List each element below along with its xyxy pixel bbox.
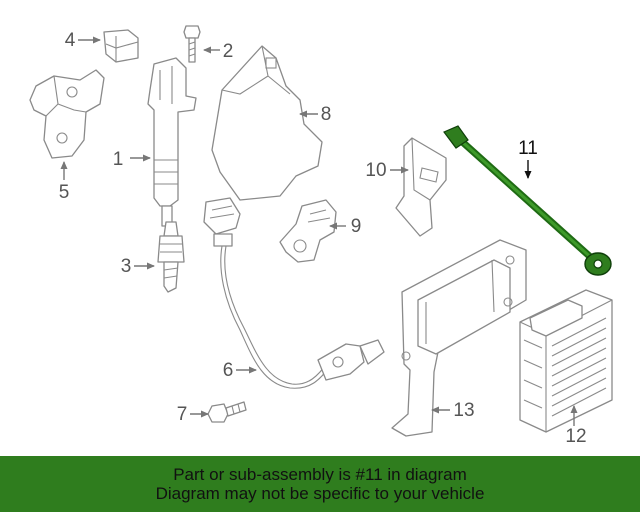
callout-3: 3 [121, 256, 132, 277]
banner-line-1: Part or sub-assembly is #11 in diagram [173, 465, 467, 484]
callout-leaders [60, 36, 578, 426]
callout-4: 4 [65, 30, 76, 51]
parts-diagram: 1 2 3 4 5 6 7 8 9 10 11 12 13 [29, 25, 613, 447]
part-1-ignition-coil[interactable] [147, 57, 197, 227]
part-3-spark-plug[interactable] [157, 221, 185, 293]
callout-8: 8 [321, 104, 332, 125]
callout-2: 2 [223, 41, 234, 62]
banner-line-2: Diagram may not be specific to your vehi… [155, 484, 485, 503]
part-7-bolt[interactable] [207, 401, 247, 423]
info-banner: Part or sub-assembly is #11 in diagram D… [0, 456, 640, 512]
part-10-bracket[interactable] [395, 137, 447, 237]
callout-12: 12 [565, 426, 586, 447]
part-13-ecu-bracket[interactable] [391, 239, 527, 437]
callout-1: 1 [113, 149, 124, 170]
callout-9: 9 [351, 216, 362, 237]
part-2-bolt[interactable] [183, 25, 201, 63]
part-4-relay[interactable] [103, 29, 139, 63]
part-11-sensor-cable[interactable] [443, 125, 612, 276]
part-9-cam-sensor[interactable] [279, 199, 337, 263]
callout-7: 7 [177, 404, 188, 425]
callout-5: 5 [59, 182, 70, 203]
callout-13: 13 [453, 400, 474, 421]
callout-10: 10 [365, 160, 386, 181]
callout-11: 11 [518, 138, 538, 159]
callout-6: 6 [223, 360, 234, 381]
part-6-crank-sensor[interactable] [203, 197, 385, 389]
part-12-ecu[interactable] [519, 289, 613, 433]
part-5-bracket[interactable] [29, 69, 105, 159]
part-8-cover[interactable] [211, 45, 323, 201]
